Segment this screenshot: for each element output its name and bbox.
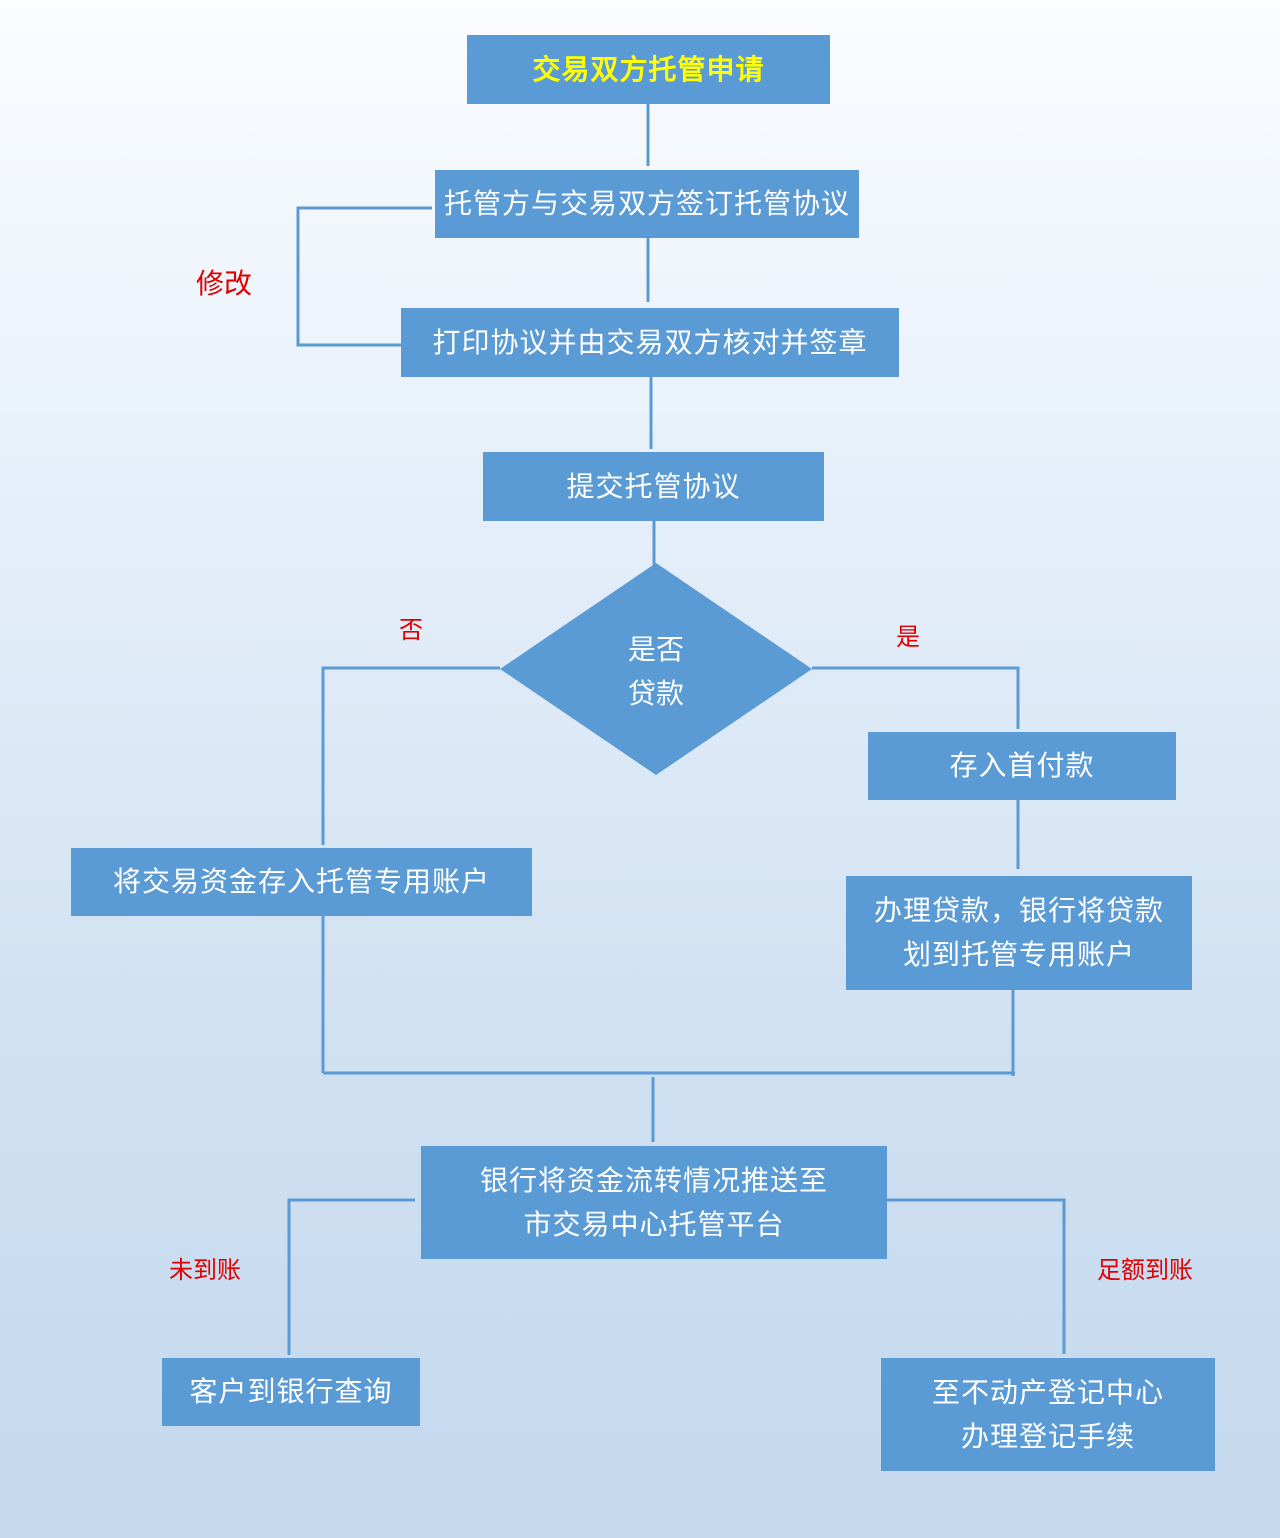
label-not-arrived: 未到账: [169, 1256, 241, 1284]
node-register-line1: 至不动产登记中心: [931, 1375, 1164, 1409]
branch-full-arrived: [887, 1198, 1066, 1354]
decision-text: 是否 贷款: [600, 628, 712, 716]
node-submit: 提交托管协议: [483, 452, 824, 521]
node-sign-agreement-text: 托管方与交易双方签订托管协议: [443, 187, 850, 220]
node-apply-text: 交易双方托管申请: [532, 52, 765, 86]
label-yes: 是: [896, 623, 920, 651]
node-register: 至不动产登记中心 办理登记手续: [881, 1358, 1215, 1471]
node-push: 银行将资金流转情况推送至 市交易中心托管平台: [421, 1146, 887, 1259]
node-print-check-text: 打印协议并由交易双方核对并签章: [432, 325, 868, 359]
decision-line2: 贷款: [627, 677, 684, 710]
node-down-payment: 存入首付款: [868, 732, 1176, 800]
branch-no: [321, 666, 500, 845]
node-register-line2: 办理登记手续: [960, 1419, 1135, 1453]
node-query-bank-text: 客户到银行查询: [189, 1375, 393, 1408]
label-modify: 修改: [196, 267, 253, 300]
node-push-line1: 银行将资金流转情况推送至: [479, 1163, 828, 1197]
node-loan: 办理贷款，银行将贷款 划到托管专用账户: [846, 876, 1192, 990]
node-submit-text: 提交托管协议: [566, 469, 741, 503]
node-deposit-funds-text: 将交易资金存入托管专用账户: [112, 865, 490, 898]
branch-yes: [812, 666, 1020, 729]
decision-line1: 是否: [627, 633, 684, 666]
label-no: 否: [399, 616, 423, 644]
modify-loop: [296, 206, 432, 347]
node-sign-agreement: 托管方与交易双方签订托管协议: [435, 170, 859, 238]
label-full-arrived: 足额到账: [1097, 1256, 1193, 1284]
decision-shape: [500, 563, 812, 775]
node-push-line2: 市交易中心托管平台: [523, 1207, 785, 1241]
node-loan-line2: 划到托管专用账户: [902, 938, 1135, 971]
decision-diamond: [500, 563, 812, 775]
node-query-bank: 客户到银行查询: [162, 1358, 420, 1426]
node-loan-line1: 办理贷款，银行将贷款: [873, 894, 1164, 927]
node-apply: 交易双方托管申请: [467, 35, 830, 104]
branch-not-arrived: [287, 1198, 415, 1355]
node-deposit-funds: 将交易资金存入托管专用账户: [71, 848, 532, 916]
node-print-check: 打印协议并由交易双方核对并签章: [401, 308, 899, 377]
node-down-payment-text: 存入首付款: [949, 749, 1095, 782]
